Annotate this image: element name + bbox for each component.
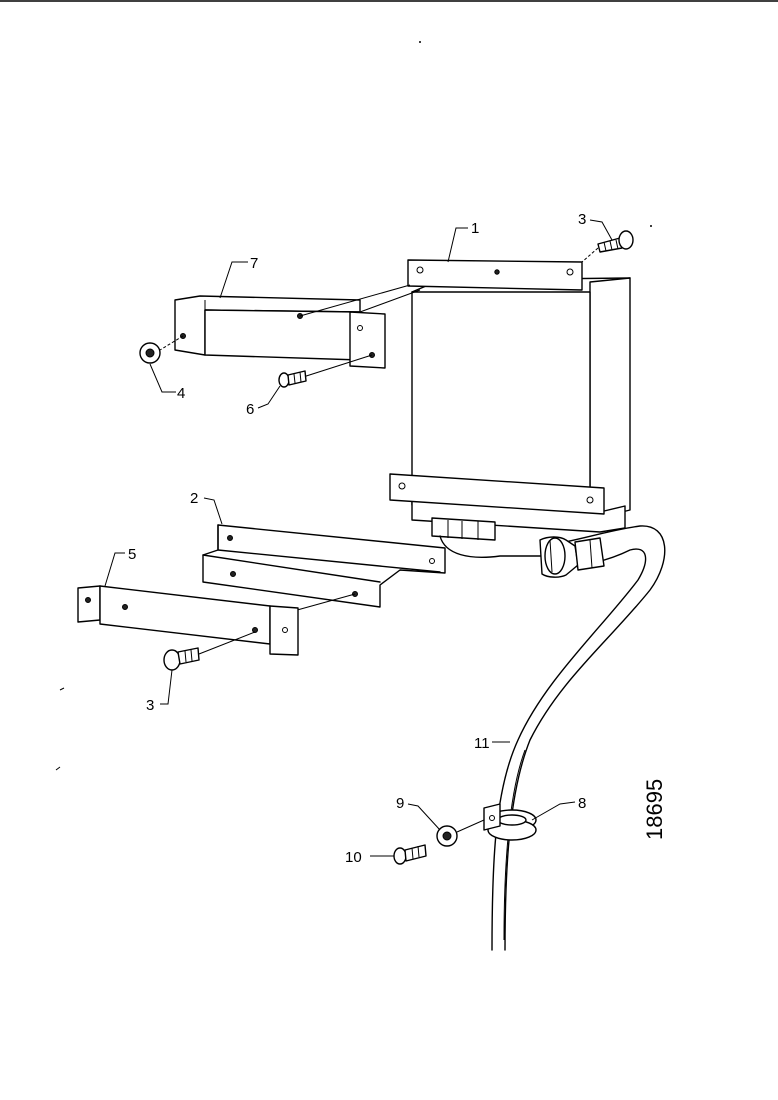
label-part-2: 2 xyxy=(190,490,198,507)
middle-bracket xyxy=(202,524,446,613)
label-part-9: 9 xyxy=(396,795,404,812)
hose-clamp xyxy=(483,803,537,841)
label-part-1: 1 xyxy=(471,220,479,237)
label-part-8: 8 xyxy=(578,795,586,812)
lower-bracket xyxy=(77,585,299,656)
lower-mounting-flange xyxy=(389,473,605,515)
label-part-6: 6 xyxy=(246,401,254,418)
washer xyxy=(436,819,485,847)
label-part-11: 11 xyxy=(474,735,490,752)
screw-bottom xyxy=(163,631,256,671)
nut xyxy=(139,342,161,364)
scan-mark xyxy=(650,225,652,227)
screw-part-6 xyxy=(278,370,307,388)
label-part-3-top: 3 xyxy=(578,211,586,228)
label-part-4: 4 xyxy=(177,385,185,402)
label-part-3-bottom: 3 xyxy=(146,697,154,714)
label-part-5: 5 xyxy=(128,546,136,563)
scan-mark xyxy=(419,41,421,43)
leader-lines xyxy=(104,219,613,857)
screw-top xyxy=(581,230,634,263)
upper-l-bracket xyxy=(159,284,421,379)
scan-mark xyxy=(59,687,65,691)
drawing-number: 18695 xyxy=(642,779,667,840)
label-part-10: 10 xyxy=(345,849,362,866)
upper-mounting-flange xyxy=(407,259,583,291)
control-unit-box xyxy=(411,277,631,558)
scan-mark xyxy=(55,766,61,771)
screw-part-10 xyxy=(393,844,427,865)
hose xyxy=(491,525,666,951)
label-part-7: 7 xyxy=(250,255,258,272)
